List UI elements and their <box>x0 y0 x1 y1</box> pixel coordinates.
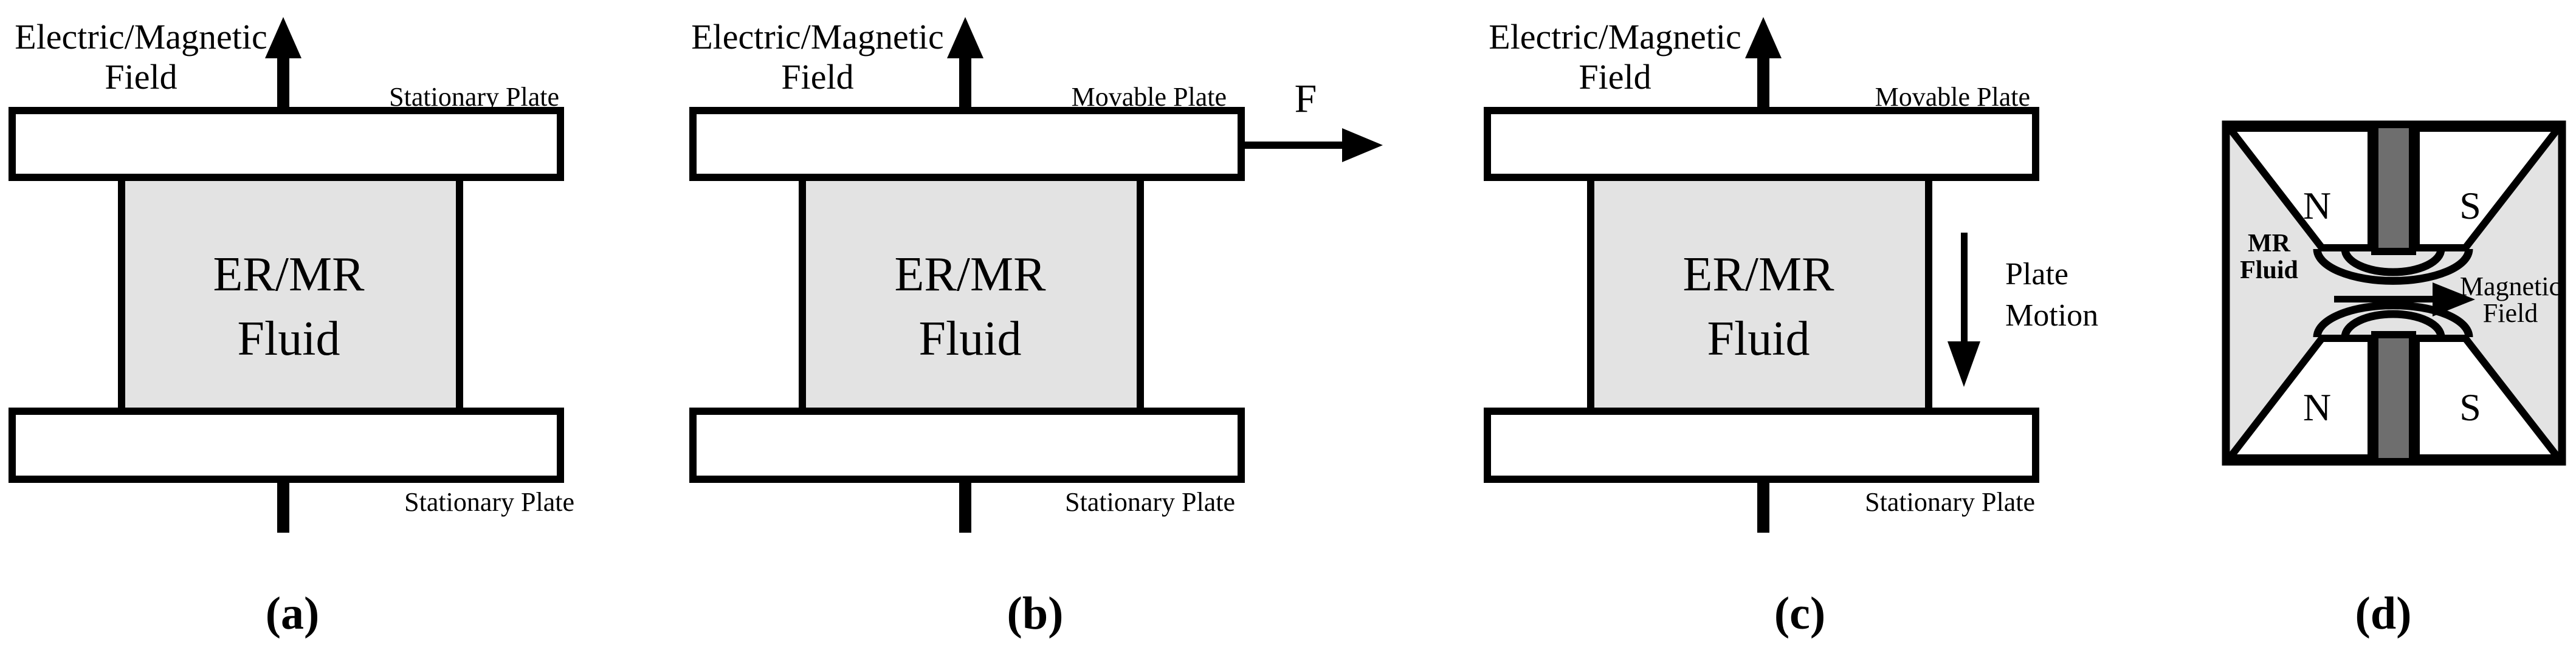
fluid-label-line1: ER/MR <box>213 248 365 301</box>
panel-caption: (a) <box>266 588 320 639</box>
field-line-arc-top-outer <box>2313 248 2473 285</box>
field-label-line2: Field <box>781 57 853 97</box>
motion-label-line2: Motion <box>2005 298 2098 333</box>
panel-d: N S N S MR Fluid Magnetic Field (d) <box>2222 120 2566 639</box>
motion-label-line1: Plate <box>2005 257 2068 292</box>
bottom-plate <box>9 408 564 483</box>
pole-bottom-right <box>2412 335 2566 462</box>
field-label-line1: Electric/Magnetic <box>691 17 943 56</box>
plate-motion-arrow-down-head <box>1947 341 1980 387</box>
top-plate <box>1484 107 2039 181</box>
pole-top-left <box>2222 125 2375 251</box>
field-label-line2: Field <box>1579 57 1651 97</box>
core-strip-top <box>2371 121 2416 255</box>
bottom-plate-label: Stationary Plate <box>404 487 574 517</box>
bottom-plate <box>689 408 1245 483</box>
panel-caption: (d) <box>2355 588 2412 639</box>
field-line-arc-bottom-outer <box>2313 301 2473 338</box>
force-arrow-right-stem <box>1244 142 1346 149</box>
core-strip-bottom <box>2371 331 2416 465</box>
force-arrow-right-head <box>1342 128 1383 162</box>
field-line-arc-bottom-inner <box>2341 310 2445 338</box>
field-label-line1: Electric/Magnetic <box>1489 17 1741 56</box>
panel-c: Electric/Magnetic Field Movable Plate Pl… <box>1484 17 2098 639</box>
shaft-stub <box>1757 478 1769 533</box>
panel-caption: (b) <box>1007 588 1064 639</box>
panel-a: Electric/Magnetic Field Stationary Plate… <box>9 17 574 639</box>
magnetic-field-arrow-stem <box>2334 296 2435 302</box>
force-label: F <box>1295 77 1317 121</box>
panel-caption: (c) <box>1774 588 1825 639</box>
panel-b: Electric/Magnetic Field Movable Plate F … <box>689 17 1383 639</box>
magnetic-field-label-line1: Magnetic <box>2460 272 2561 301</box>
top-plate <box>689 107 1245 181</box>
top-plate <box>9 107 564 181</box>
top-plate-label: Movable Plate <box>1072 82 1227 112</box>
field-arrow-up-head <box>265 17 301 58</box>
fluid-box <box>1587 171 1932 419</box>
shaft-stub <box>959 478 971 533</box>
mr-fluid-label-line2: Fluid <box>2240 256 2298 284</box>
fluid-label-line1: ER/MR <box>895 248 1047 301</box>
pole-label-top-right: S <box>2459 184 2481 227</box>
magnetic-field-label-line2: Field <box>2483 298 2538 328</box>
fluid-label-line1: ER/MR <box>1683 248 1835 301</box>
bottom-plate <box>1484 408 2039 483</box>
fluid-label-line2: Fluid <box>919 312 1022 366</box>
fluid-label-line2: Fluid <box>1707 312 1810 366</box>
bottom-plate-label: Stationary Plate <box>1065 487 1235 517</box>
field-label-line1: Electric/Magnetic <box>15 17 267 56</box>
field-arrow-up-head <box>947 17 983 58</box>
top-plate-label: Stationary Plate <box>389 82 559 112</box>
shaft-stub <box>277 478 289 533</box>
pole-top-right <box>2412 125 2566 251</box>
pole-bottom-left <box>2222 335 2375 462</box>
field-arrow-up-head <box>1745 17 1782 58</box>
field-label-line2: Field <box>105 57 177 97</box>
plate-motion-arrow-down-stem <box>1961 233 1968 345</box>
pole-label-top-left: N <box>2303 184 2331 227</box>
fluid-label-line2: Fluid <box>238 312 340 366</box>
bottom-plate-label: Stationary Plate <box>1865 487 2035 517</box>
field-line-arc-top-inner <box>2341 248 2445 276</box>
pole-label-bottom-right: S <box>2459 386 2481 429</box>
top-plate-label: Movable Plate <box>1875 82 2030 112</box>
pole-label-bottom-left: N <box>2303 386 2331 429</box>
magnetic-field-arrow-head <box>2433 282 2475 316</box>
mr-fluid-label-line1: MR <box>2248 230 2291 258</box>
fluid-box <box>118 171 463 419</box>
